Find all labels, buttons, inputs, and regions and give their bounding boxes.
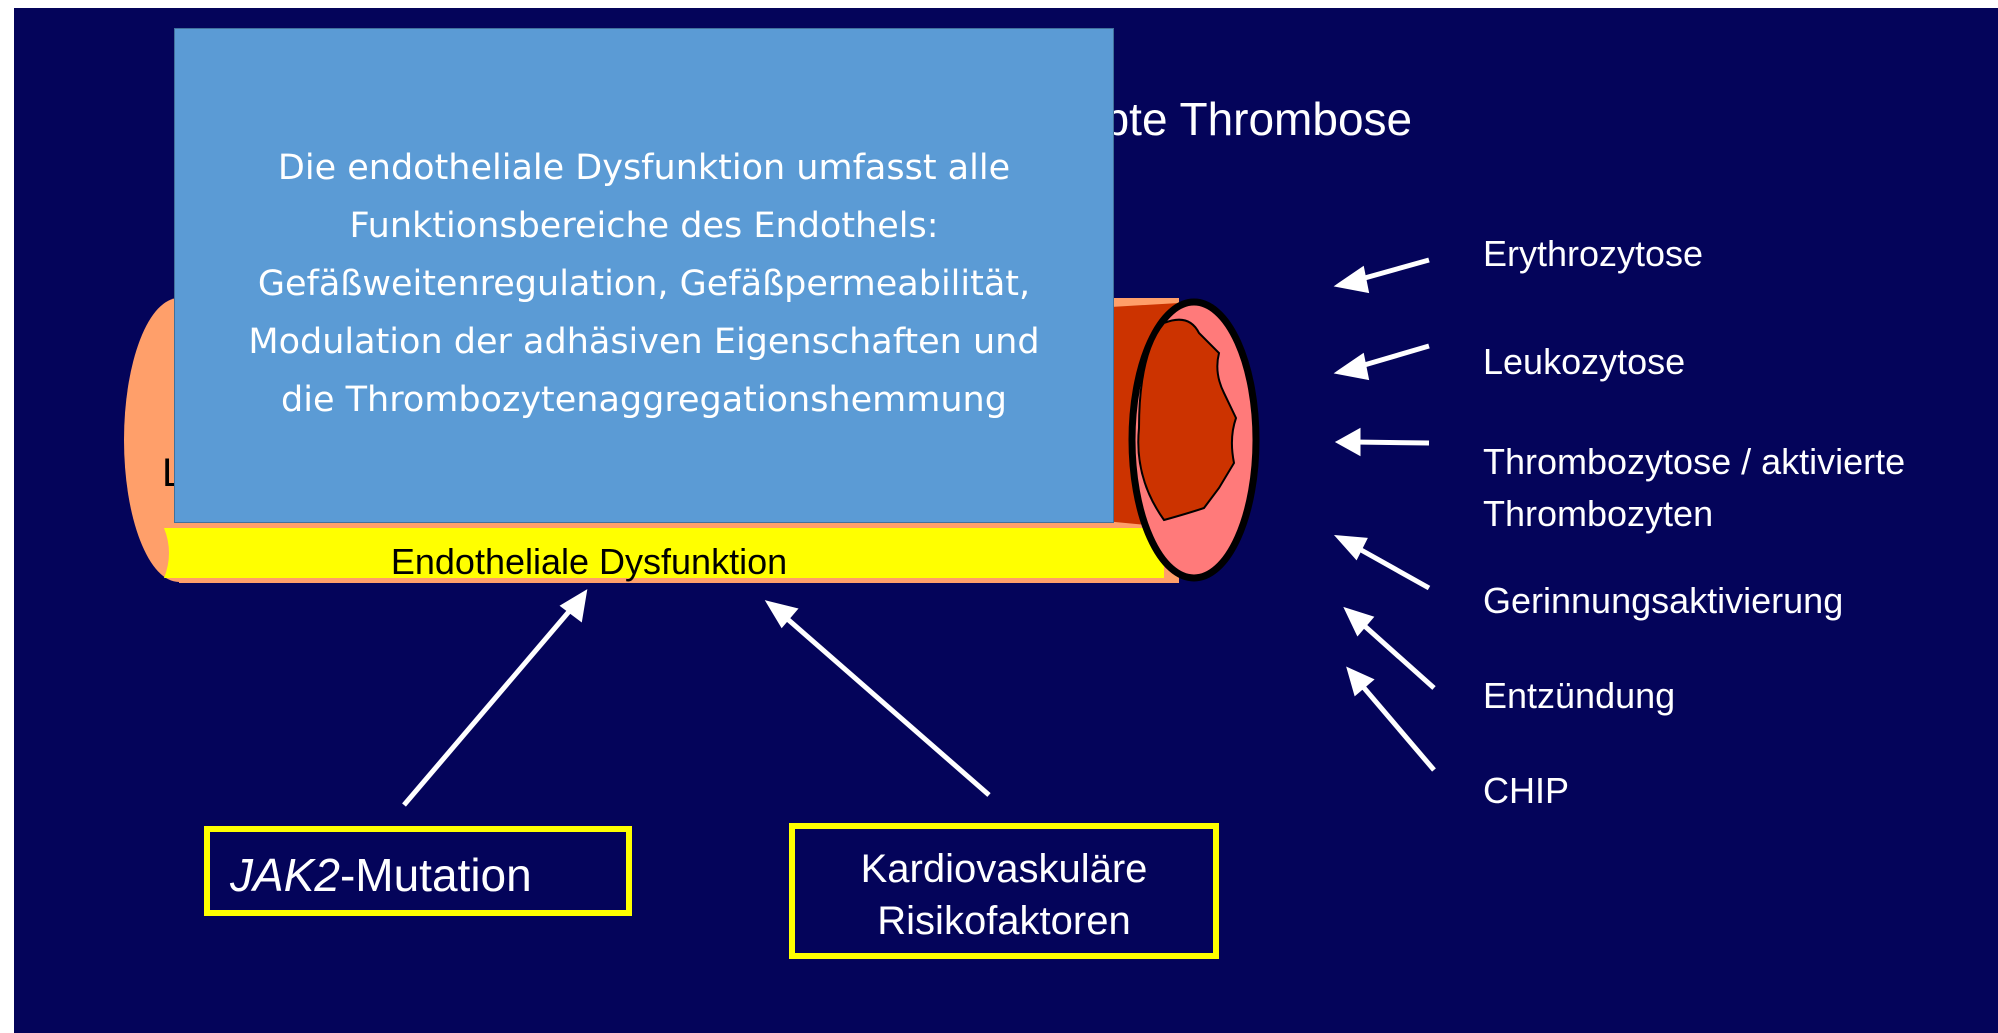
- factor-entzuendung: Entzündung: [1483, 675, 1675, 717]
- jak2-gene-label: JAK2: [230, 849, 340, 901]
- factor-erythrozytose: Erythrozytose: [1483, 233, 1703, 275]
- slide-title: abte Thrombose: [1078, 92, 1412, 146]
- cardiovascular-risk-line1: Kardiovaskuläre: [861, 847, 1148, 891]
- factor-chip: CHIP: [1483, 770, 1569, 812]
- jak2-mutation-box: JAK2-Mutation: [204, 826, 632, 916]
- cardiovascular-risk-line2: Risikofaktoren: [877, 899, 1130, 943]
- slide: abte Thrombose L Endotheliale Dysfunktio…: [14, 8, 1998, 1033]
- factor-thrombozytose: Thrombozytose / aktivierte Thrombozyten: [1483, 436, 1998, 540]
- factor-leukozytose: Leukozytose: [1483, 341, 1685, 383]
- jak2-suffix-label: -Mutation: [340, 849, 532, 901]
- cause-arrows: [404, 594, 989, 805]
- factor-arrows: [1340, 260, 1434, 770]
- endothelial-dysfunction-label: Endotheliale Dysfunktion: [14, 541, 1164, 583]
- definition-popup-text: Die endotheliale Dysfunktion umfasst all…: [185, 139, 1103, 429]
- definition-popup[interactable]: Die endotheliale Dysfunktion umfasst all…: [174, 28, 1114, 523]
- factor-gerinnungsaktivierung: Gerinnungsaktivierung: [1483, 580, 1843, 622]
